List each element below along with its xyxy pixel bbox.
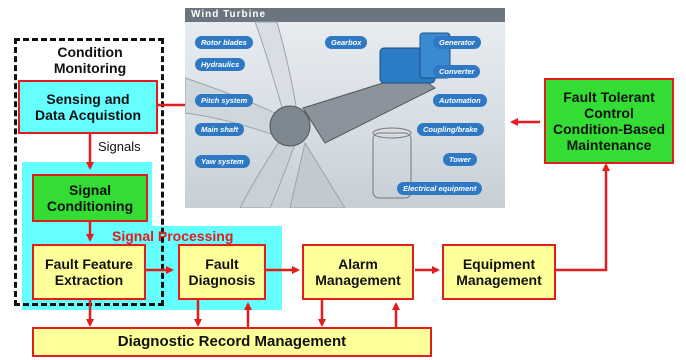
fault-feature-extraction-box: Fault Feature Extraction (32, 244, 146, 300)
fault-diagnosis-box: Fault Diagnosis (178, 244, 266, 300)
diagnostic-record-management-box: Diagnostic Record Management (32, 327, 432, 357)
fault-feature-extraction-label: Fault Feature Extraction (45, 255, 133, 288)
turbine-illustration (185, 21, 451, 208)
fault-diagnosis-label: Fault Diagnosis (188, 255, 256, 288)
label-generator: Generator (433, 36, 481, 49)
arrow-equipment-to-fault-tolerant (556, 163, 610, 272)
equipment-management-label: Equipment Management (456, 255, 542, 288)
label-converter: Converter (433, 65, 481, 78)
sensing-data-acquisition-label: Sensing and Data Acquistion (34, 90, 142, 123)
label-electrical-equipment: Electrical equipment (397, 182, 483, 195)
label-rotor-blades: Rotor blades (195, 36, 253, 49)
label-gearbox: Gearbox (325, 36, 368, 49)
wind-turbine-image: Wind Turbine Rotor blades Hydraulics Pit… (185, 8, 505, 208)
label-tower: Tower (443, 153, 477, 166)
condition-monitoring-label: Condition Monitoring (53, 44, 127, 77)
label-automation: Automation (433, 94, 487, 107)
wind-turbine-title: Wind Turbine (185, 8, 505, 22)
alarm-management-label: Alarm Management (315, 255, 401, 288)
diagnostic-record-management-label: Diagnostic Record Management (117, 333, 347, 351)
label-coupling-brake: Coupling/brake (417, 123, 484, 136)
label-main-shaft: Main shaft (195, 123, 245, 136)
fault-tolerant-control-label: Fault Tolerant Control Condition-Based M… (553, 88, 665, 154)
signal-processing-label: Signal Processing (112, 228, 234, 244)
signals-label: Signals (98, 139, 141, 154)
equipment-management-box: Equipment Management (442, 244, 556, 300)
label-pitch-system: Pitch system (195, 94, 254, 107)
label-hydraulics: Hydraulics (195, 58, 246, 71)
sensing-data-acquisition-box: Sensing and Data Acquistion (18, 80, 158, 134)
signal-conditioning-label: Signal Conditioning (46, 181, 134, 214)
signal-conditioning-box: Signal Conditioning (32, 174, 148, 222)
alarm-management-box: Alarm Management (302, 244, 414, 300)
label-yaw-system: Yaw system (195, 155, 250, 168)
fault-tolerant-control-box: Fault Tolerant Control Condition-Based M… (544, 78, 674, 164)
